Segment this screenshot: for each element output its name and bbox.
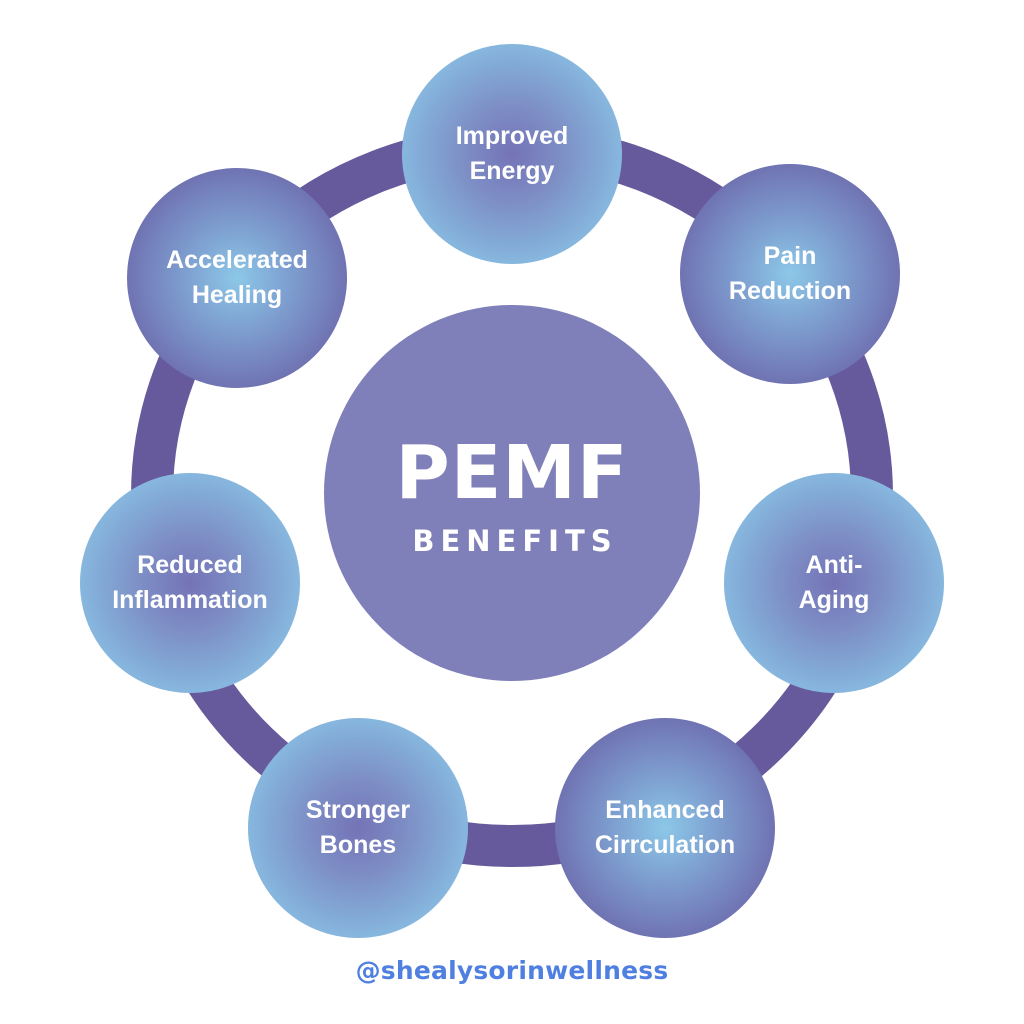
benefit-label: Reduced Inflammation — [112, 551, 268, 614]
benefit-label: Improved Energy — [455, 122, 569, 185]
benefit-bubble-enhanced-circulation: Enhanced Cirrculation — [555, 718, 775, 938]
benefit-label: Anti- Aging — [798, 551, 870, 614]
benefit-bubble-pain-reduction: Pain Reduction — [680, 164, 900, 384]
benefit-label: Accelerated Healing — [166, 246, 308, 309]
benefit-label: Pain Reduction — [728, 242, 852, 305]
center-subtitle: BENEFITS — [412, 524, 618, 558]
benefit-label: Enhanced Cirrculation — [594, 796, 736, 859]
benefit-bubble-reduced-inflammation: Reduced Inflammation — [80, 473, 300, 693]
center-circle: PEMF BENEFITS — [324, 305, 700, 681]
benefit-bubble-improved-energy: Improved Energy — [402, 44, 622, 264]
center-title: PEMF — [395, 430, 629, 516]
social-handle: @shealysorinwellness — [355, 956, 669, 985]
benefit-bubble-anti-aging: Anti- Aging — [724, 473, 944, 693]
benefit-bubble-accelerated-healing: Accelerated Healing — [127, 168, 347, 388]
benefit-bubble-stronger-bones: Stronger Bones — [248, 718, 468, 938]
benefit-label: Stronger Bones — [305, 796, 411, 859]
